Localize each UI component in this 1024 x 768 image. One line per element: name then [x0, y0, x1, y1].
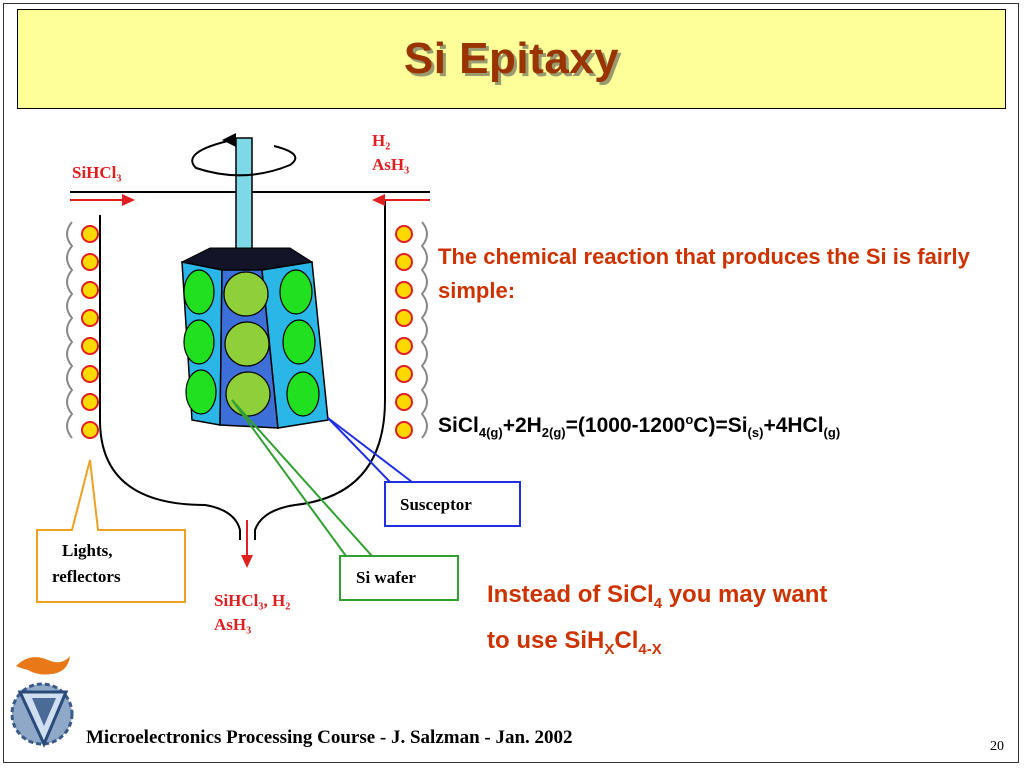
eq-sub: (g) [823, 425, 841, 441]
logo-flame [16, 656, 70, 675]
eq-part: =(1000-1200 [565, 414, 686, 437]
note-text: Instead of SiCl [487, 581, 654, 608]
callout-leader-lights [89, 459, 99, 531]
footer-course: Microelectronics Processing Course - J. … [86, 727, 573, 748]
eq-sub: 4(g) [478, 425, 503, 441]
reflector-right [420, 221, 428, 439]
eq-part: C)=Si [693, 414, 748, 437]
callout-lights-line2: reflectors [52, 567, 121, 586]
note-sub: 4-X [638, 640, 662, 658]
lamp [81, 309, 99, 327]
rotation-shaft [235, 137, 253, 251]
wafer [225, 371, 271, 417]
lamp [395, 281, 413, 299]
callout-susceptor-label: Susceptor [400, 495, 472, 514]
wafer [223, 271, 269, 317]
lamp [81, 421, 99, 439]
lamp [81, 337, 99, 355]
lamp [395, 421, 413, 439]
note-text: to use SiH [487, 626, 605, 654]
outlet-arrowhead [241, 555, 253, 568]
note-sub: X [604, 640, 615, 658]
callout-lights-line1: Lights, [62, 541, 113, 560]
wafer [282, 319, 316, 365]
reaction-equation: SiCl4(g)+2H2(g)=(1000-1200oC)=Si(s)+4HCl… [438, 412, 840, 440]
wafer [279, 269, 313, 315]
wafer [183, 269, 215, 315]
callout-susceptor-box [384, 481, 521, 527]
eq-part: +2H [502, 414, 542, 437]
callout-wafer-box [339, 555, 459, 601]
lamp [81, 393, 99, 411]
eq-sup: o [685, 412, 694, 427]
lamp [81, 365, 99, 383]
wafer [183, 319, 215, 365]
label-outlet-2: AsH₃ [214, 615, 251, 634]
callout-leader-lights-2 [71, 459, 91, 531]
eq-part: SiCl [438, 414, 479, 437]
slide-title: Si Epitaxy [403, 34, 620, 83]
note-line-2: to use SiHXCl4-X [487, 622, 827, 668]
eq-sub: 2(g) [541, 425, 566, 441]
lamp [81, 253, 99, 271]
lamp [395, 225, 413, 243]
eq-part: +4HCl [763, 414, 824, 437]
lamp [81, 225, 99, 243]
page-number: 20 [990, 739, 1004, 754]
slide-frame [3, 3, 1019, 763]
note-text: Cl [614, 626, 639, 654]
logo-v-inner [32, 698, 56, 726]
lamp [395, 253, 413, 271]
note-sub: 4 [653, 594, 663, 612]
callout-leader-susceptor [327, 417, 413, 483]
callout-leader-susceptor-2 [327, 417, 391, 483]
label-inlet-right-h2: H₂ [372, 131, 390, 150]
note-text: you may want [662, 581, 828, 608]
wafer [286, 371, 320, 417]
rotation-arrowhead [222, 133, 236, 147]
inlet-arrowhead-right [372, 194, 385, 206]
lamp [395, 309, 413, 327]
reaction-description: The chemical reaction that produces the … [438, 244, 970, 303]
callout-wafer-label: Si wafer [356, 568, 416, 587]
lamp [395, 393, 413, 411]
callout-leader-wafer [231, 399, 373, 557]
lamp-array-right [395, 221, 428, 439]
callout-leader-wafer-2 [231, 399, 347, 557]
rotation-arrow-icon [191, 139, 297, 177]
wafer [185, 369, 217, 415]
alternative-precursor-note: Instead of SiCl4 you may want to use SiH… [487, 576, 827, 668]
title-banner: Si Epitaxy [17, 9, 1006, 109]
lamp [81, 281, 99, 299]
eq-sub: (s) [747, 425, 764, 441]
si-wafers [183, 269, 320, 417]
reactor-outline [99, 200, 386, 540]
label-inlet-right-ash3: AsH₃ [372, 155, 409, 174]
reflector-left [66, 221, 74, 439]
wafer [224, 321, 270, 367]
lamp [395, 365, 413, 383]
label-inlet-left: SiHCl₃ [72, 163, 122, 182]
inlet-arrowhead-left [122, 194, 135, 206]
label-outlet-1: SiHCl₃, H₂ [214, 591, 290, 610]
technion-logo [10, 656, 74, 748]
callout-lights-box [36, 529, 186, 603]
lamp [395, 337, 413, 355]
note-line-1: Instead of SiCl4 you may want [487, 576, 827, 622]
lamp-array-left [66, 221, 99, 439]
